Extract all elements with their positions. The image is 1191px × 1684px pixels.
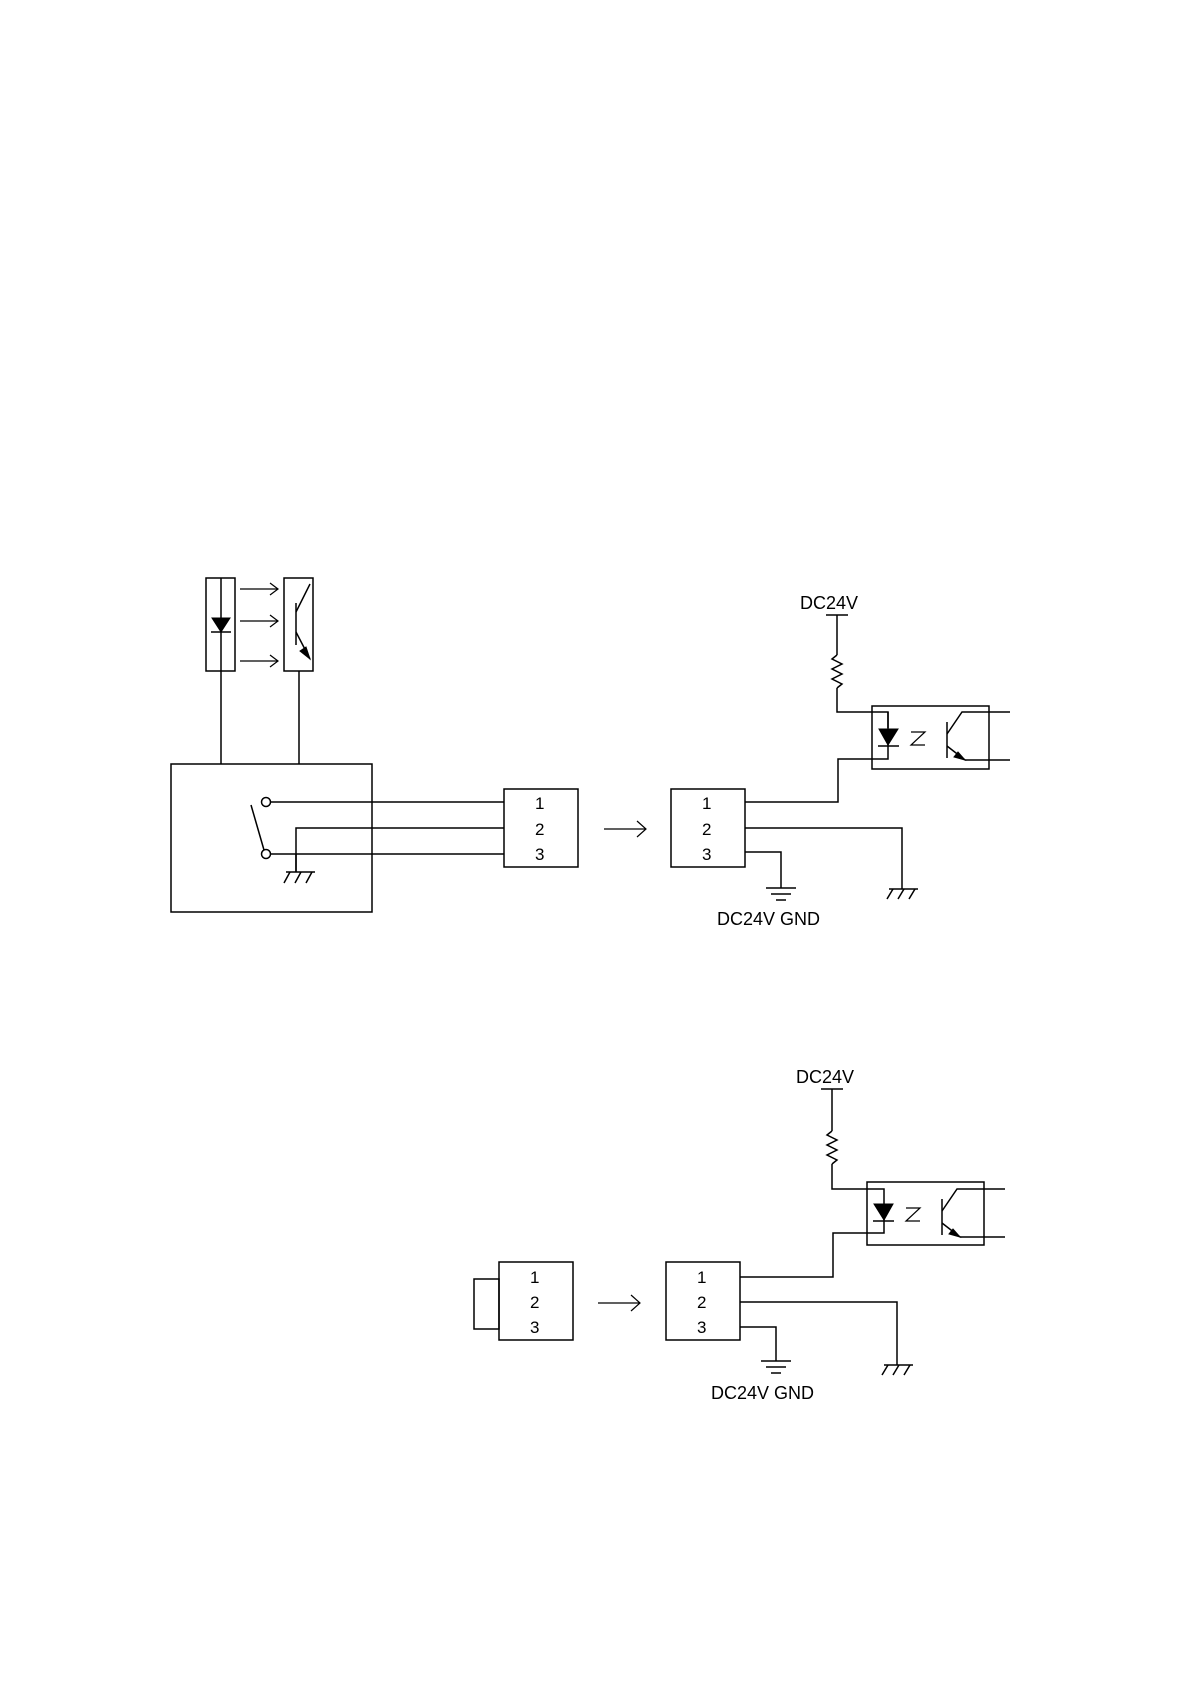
light-beam-arrows <box>240 583 278 667</box>
supply-label-bottom: DC24V <box>796 1067 854 1087</box>
sensor-connector-pin-3: 3 <box>535 845 544 864</box>
diagram-top: 1 2 3 1 2 3 DC24V GND D <box>171 578 1010 929</box>
ground-label: DC24V GND <box>717 909 820 929</box>
plug-connector-pin-3: 3 <box>530 1318 539 1337</box>
sensor-frame-ground-icon <box>284 872 315 883</box>
receiver-phototransistor-block <box>284 578 313 671</box>
plug-connector <box>474 1262 573 1340</box>
sensor-output-switch <box>251 798 504 873</box>
plug-connector-pin-1: 1 <box>530 1268 539 1287</box>
connect-arrow-bottom <box>598 1295 640 1311</box>
supply-label: DC24V <box>800 593 858 613</box>
frame-ground-icon <box>887 889 918 899</box>
input-connector-pin-1: 1 <box>702 794 711 813</box>
input-connector-bottom-pin-3: 3 <box>697 1318 706 1337</box>
input-connector-bottom-pin-2: 2 <box>697 1293 706 1312</box>
pullup-resistor <box>832 655 842 688</box>
sensor-amplifier-box <box>171 764 372 912</box>
signal-ground-icon <box>766 888 796 900</box>
ground-label-bottom: DC24V GND <box>711 1383 814 1403</box>
input-connector-pin-2: 2 <box>702 820 711 839</box>
plug-connector-pin-2: 2 <box>530 1293 539 1312</box>
sensor-connector-pin-1: 1 <box>535 794 544 813</box>
pullup-resistor-bottom <box>827 1131 837 1164</box>
connect-arrow <box>604 821 646 837</box>
signal-ground-icon-bottom <box>761 1361 791 1373</box>
frame-ground-icon-bottom <box>882 1365 913 1375</box>
optocoupler-bottom <box>867 1182 1005 1245</box>
diagram-bottom: 1 2 3 1 2 3 DC24V GND D <box>474 1067 1005 1403</box>
optocoupler <box>872 706 1010 769</box>
emitter-led-block <box>206 578 235 671</box>
input-connector-bottom-pin-1: 1 <box>697 1268 706 1287</box>
input-connector-pin-3: 3 <box>702 845 711 864</box>
sensor-connector-pin-2: 2 <box>535 820 544 839</box>
